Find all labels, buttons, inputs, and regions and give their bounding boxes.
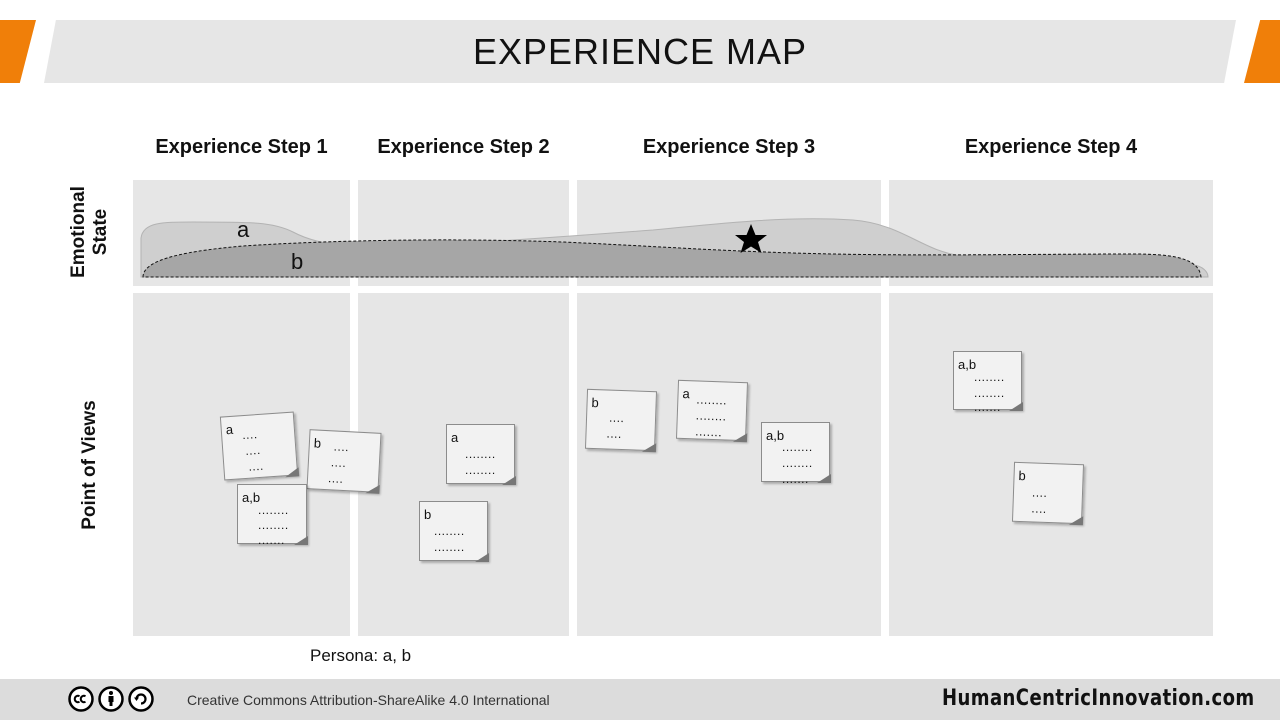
star-icon <box>735 224 767 253</box>
row-label-point-of-views: Point of Views <box>79 400 100 530</box>
sticky-note: b .... .... <box>584 388 658 453</box>
row-label-emotional-state: Emotional State <box>68 182 112 282</box>
cc-icon <box>68 686 94 712</box>
note-line: ........ <box>434 524 465 538</box>
note-line: .... <box>327 471 344 486</box>
note-line: ........ <box>782 456 813 470</box>
sticky-note: a,b ........ ........ ....... <box>761 422 831 486</box>
pov-panel-step-3 <box>577 293 881 636</box>
note-line: .... <box>333 439 350 455</box>
curve-a-label: a <box>237 217 250 242</box>
sticky-note: b ........ ........ <box>419 501 489 562</box>
note-line: ........ <box>974 386 1005 400</box>
note-line: ........ <box>434 540 465 554</box>
title-bar: EXPERIENCE MAP <box>44 20 1236 83</box>
sticky-note: a ........ ........ <box>446 424 516 485</box>
note-line: ........ <box>974 370 1005 384</box>
sticky-note: a ........ ........ ....... <box>675 379 749 443</box>
sticky-note: a,b ........ ........ ....... <box>953 351 1023 414</box>
attribution-icon <box>98 686 124 712</box>
row-label-emotional-line1: Emotional <box>68 186 89 278</box>
note-persona: a <box>682 385 691 402</box>
brand-text: HumanCentricInnovation.com <box>942 686 1255 711</box>
note-line: ........ <box>782 440 813 454</box>
note-persona: b <box>1018 467 1027 484</box>
curve-b-label: b <box>291 249 303 274</box>
note-persona: a <box>451 430 459 445</box>
note-persona: a,b <box>766 428 785 443</box>
note-line: .... <box>606 426 623 442</box>
note-line: ........ <box>258 503 289 517</box>
note-line: .... <box>608 410 625 426</box>
step-3-title: Experience Step 3 <box>642 135 816 158</box>
note-persona: b <box>424 507 432 522</box>
note-line: .... <box>1031 485 1048 500</box>
note-line: ....... <box>258 533 285 547</box>
note-line: ....... <box>782 472 809 486</box>
emotion-curves: a b <box>140 217 1209 278</box>
note-line: .... <box>330 455 347 471</box>
step-4-title: Experience Step 4 <box>964 135 1138 158</box>
note-persona: b <box>313 435 322 451</box>
note-persona: a,b <box>958 357 977 372</box>
license-text: Creative Commons Attribution-ShareAlike … <box>187 692 550 708</box>
note-line: ........ <box>465 447 496 461</box>
sticky-note: b .... .... .... <box>306 429 382 494</box>
note-persona: b <box>591 394 600 411</box>
note-line: .... <box>1031 501 1048 516</box>
page-title: EXPERIENCE MAP <box>472 30 808 72</box>
step-1-title: Experience Step 1 <box>155 135 328 158</box>
note-line: ....... <box>695 424 723 440</box>
note-line: ........ <box>465 463 496 477</box>
note-line: .... <box>247 458 265 474</box>
note-line: ........ <box>696 392 728 408</box>
emotion-curve-b <box>142 239 1202 278</box>
header-accent-right <box>1244 20 1280 83</box>
note-persona: a <box>225 421 234 438</box>
sticky-note: a,b ........ ........ ....... <box>237 484 308 547</box>
note-line: ........ <box>695 408 727 424</box>
sticky-note: a .... .... .... <box>219 411 300 481</box>
footer <box>0 679 1280 720</box>
share-alike-icon <box>128 686 154 712</box>
row-label-emotional-line2: State <box>90 208 111 256</box>
header-accent-left <box>0 20 36 83</box>
note-line: ........ <box>258 518 289 532</box>
note-line: ....... <box>974 400 1001 414</box>
note-line: .... <box>244 442 262 458</box>
sticky-note: b .... .... <box>1011 461 1085 526</box>
persona-caption: Persona: a, b <box>310 646 412 665</box>
note-line: .... <box>241 427 258 443</box>
note-persona: a,b <box>242 490 261 505</box>
step-2-title: Experience Step 2 <box>377 135 550 158</box>
